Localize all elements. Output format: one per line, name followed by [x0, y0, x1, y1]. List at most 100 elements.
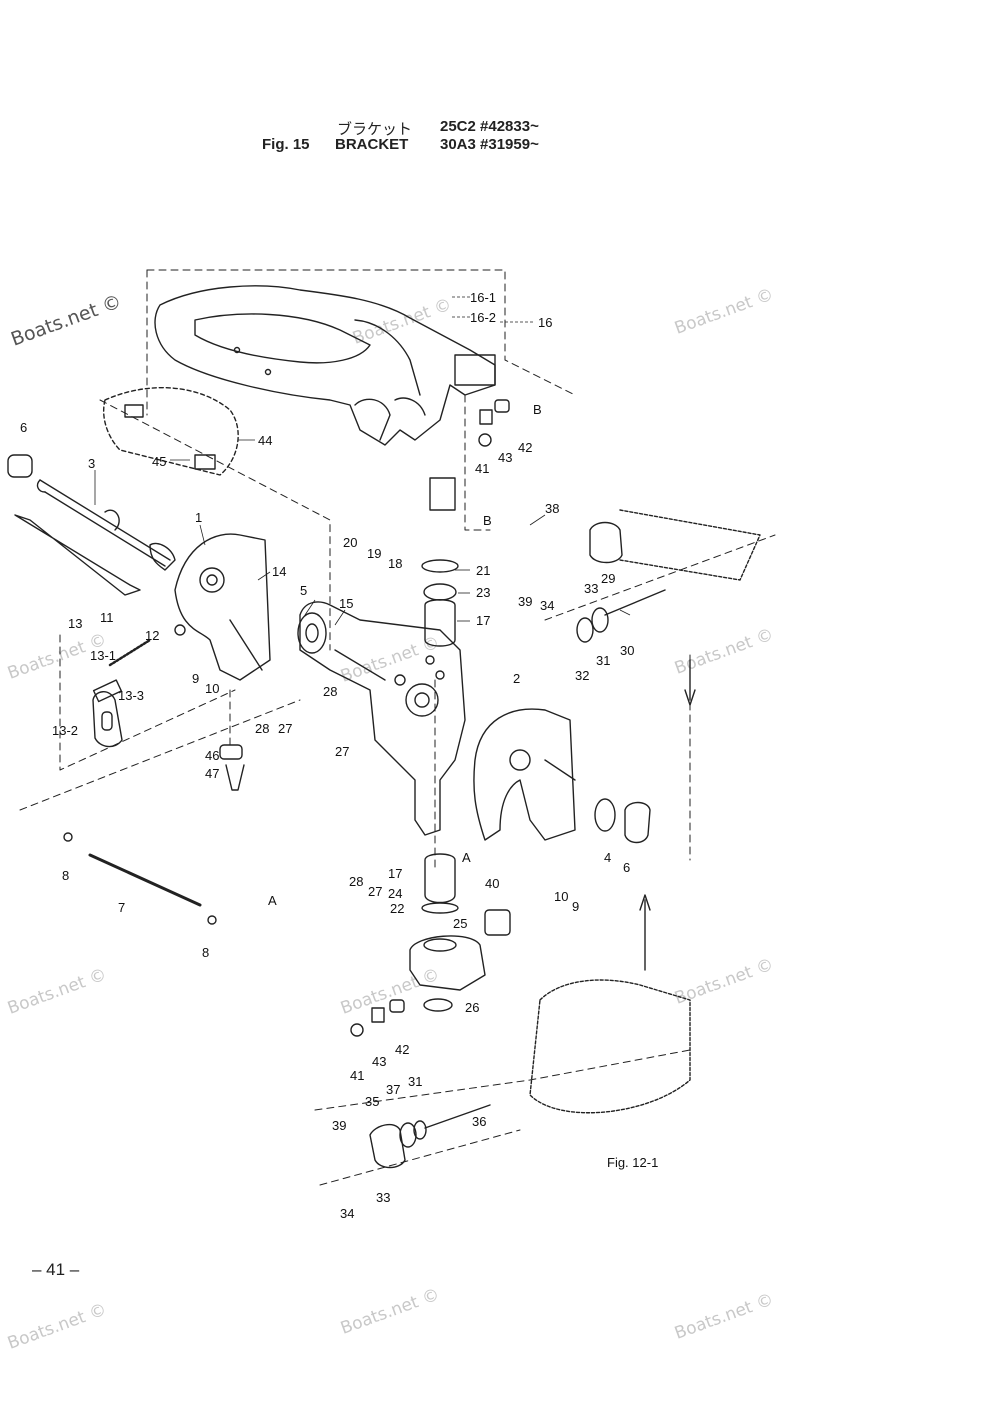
cap-6 — [624, 801, 651, 844]
callout-label: 28 — [255, 721, 269, 736]
pad-40 — [484, 909, 511, 936]
callout-label: 45 — [152, 454, 166, 469]
callout-label: 10 — [554, 889, 568, 904]
page-number: – 41 – — [32, 1260, 80, 1279]
callout-label: 23 — [476, 585, 490, 600]
lower-housing — [529, 979, 691, 1114]
holder-13-2 — [92, 691, 123, 748]
header-fig-label: Fig. 15 — [262, 136, 310, 153]
callout-label: B — [483, 513, 492, 528]
bushing-6 — [7, 454, 33, 478]
stern-bracket-2 — [473, 708, 576, 841]
bolt-47 — [225, 764, 245, 791]
callout-label: 1 — [195, 510, 202, 525]
callout-label: 35 — [365, 1094, 379, 1109]
callout-label: 27 — [368, 884, 382, 899]
callout-group — [94, 296, 631, 626]
callout-label: 7 — [118, 900, 125, 915]
callout-label: 24 — [388, 886, 402, 901]
callout-label: 25 — [453, 916, 467, 931]
callout-label: 34 — [540, 598, 554, 613]
spline-pin — [429, 477, 456, 511]
header-title: BRACKET — [335, 136, 409, 153]
callout-label: 36 — [472, 1114, 486, 1129]
callout-label: 21 — [476, 563, 490, 578]
callout-label: 31 — [596, 653, 610, 668]
plate-43-lower — [371, 1007, 385, 1023]
callout-label: 10 — [205, 681, 219, 696]
callout-label: 20 — [343, 535, 357, 550]
callout-label: 8 — [202, 945, 209, 960]
tilt-rod-11 — [14, 514, 141, 596]
callout-label: 31 — [408, 1074, 422, 1089]
header-jp-title: ブラケット — [337, 121, 413, 138]
tilt-shaft-3 — [36, 479, 176, 571]
callout-label: 14 — [272, 564, 286, 579]
callout-label: 33 — [584, 581, 598, 596]
callout-label: 16-2 — [470, 310, 496, 325]
washer-21 — [421, 559, 459, 573]
callout-label: B — [533, 402, 542, 417]
callout-label: 47 — [205, 766, 219, 781]
callout-label: 27 — [278, 721, 292, 736]
clip-42-lower — [389, 999, 405, 1013]
callout-label: 12 — [145, 628, 159, 643]
callout-label: 42 — [518, 440, 532, 455]
callout-label: 15 — [339, 596, 353, 611]
callout-label: 2 — [513, 671, 520, 686]
callout-label: 18 — [388, 556, 402, 571]
callout-label: 3 — [88, 456, 95, 471]
callout-label: 26 — [465, 1000, 479, 1015]
collar-5 — [594, 798, 616, 832]
callout-label: 13-2 — [52, 723, 78, 738]
callout-label: 28 — [323, 684, 337, 699]
callout-label: 44 — [258, 433, 272, 448]
callout-labels: 16-1 16-2 16 B 43 42 41 44 45 6 3 1 14 5… — [20, 290, 658, 1221]
callout-label: 32 — [575, 668, 589, 683]
cover-plate-44 — [103, 386, 239, 476]
ring-26 — [423, 998, 453, 1012]
callout-label: 4 — [604, 850, 611, 865]
washer-24 — [421, 902, 459, 914]
callout-label: 6 — [20, 420, 27, 435]
reference-label: Fig. 12-1 — [607, 1155, 658, 1170]
bushing-23 — [423, 583, 457, 601]
callout-label: 17 — [476, 613, 490, 628]
bushing-17-upper — [424, 599, 456, 647]
callout-label: 42 — [395, 1042, 409, 1057]
callout-label: 39 — [518, 594, 532, 609]
rubber-mount-35 — [369, 1104, 491, 1169]
callout-label: 13-1 — [90, 648, 116, 663]
callout-label: 13 — [68, 616, 82, 631]
washer-46 — [219, 744, 243, 760]
callout-label: A — [268, 893, 277, 908]
callout-label: 11 — [100, 610, 114, 625]
clip-42 — [494, 399, 510, 413]
plate-43 — [479, 409, 493, 425]
spring-13-1 — [108, 638, 152, 667]
callout-label: 22 — [390, 901, 404, 916]
callout-label: 33 — [376, 1190, 390, 1205]
callout-label: 41 — [475, 461, 489, 476]
callout-label: 29 — [601, 571, 615, 586]
callout-label: 39 — [332, 1118, 346, 1133]
callout-label: 8 — [62, 868, 69, 883]
reference-frame-lines — [19, 269, 776, 1186]
swivel-bracket-top — [154, 285, 496, 446]
nut-41-lower — [350, 1023, 364, 1037]
callout-label: 41 — [350, 1068, 364, 1083]
callout-label: 37 — [386, 1082, 400, 1097]
callout-label: 40 — [485, 876, 499, 891]
clamp-bracket-1 — [174, 533, 271, 681]
upper-mount-29 — [576, 509, 761, 643]
callout-label: 46 — [205, 748, 219, 763]
callout-label: 16-1 — [470, 290, 496, 305]
callout-label: 9 — [192, 671, 199, 686]
nut-41 — [478, 433, 492, 447]
header-code-2: 30A3 #31959~ — [440, 136, 539, 153]
callout-label: 6 — [623, 860, 630, 875]
callout-label: 34 — [340, 1206, 354, 1221]
rod-7 — [88, 853, 202, 907]
callout-label: 43 — [498, 450, 512, 465]
